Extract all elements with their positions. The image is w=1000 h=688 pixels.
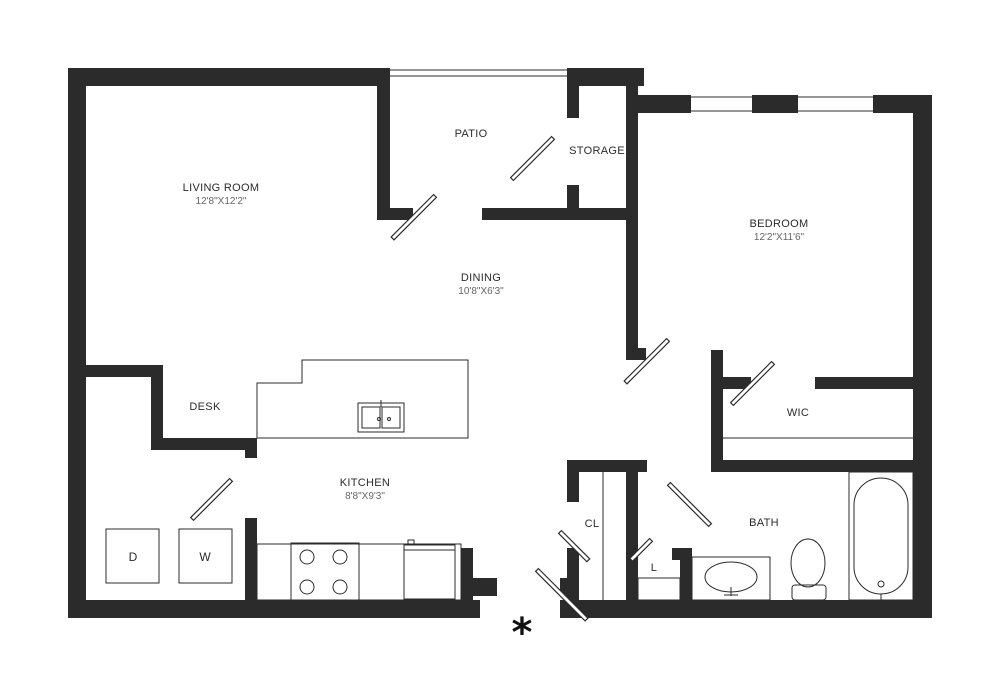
dryer: D <box>105 528 160 584</box>
wall-bedroom-left-foot <box>626 348 646 360</box>
wall-top-bedroom-mid <box>752 95 798 113</box>
bedroom-size: 12'2"X11'6" <box>754 232 805 243</box>
wall-storage-lower-stub <box>567 185 579 215</box>
toilet <box>790 538 827 601</box>
wall-storage-stub <box>567 68 579 118</box>
door-patio[interactable] <box>390 193 438 241</box>
wall-top-storage <box>567 68 644 86</box>
wall-wic-left <box>711 350 723 472</box>
linen-closet <box>637 577 681 601</box>
kitchen-island <box>256 359 469 439</box>
interior-walls <box>68 68 932 618</box>
dining-size: 10'8"X6'3" <box>458 286 504 297</box>
living-room-size: 12'8"X12'2" <box>196 196 247 207</box>
bedroom-window-right <box>798 96 873 112</box>
bedroom-window-left <box>691 96 752 112</box>
wall-desk-stub <box>245 438 257 458</box>
dining-name: DINING <box>461 272 501 284</box>
dryer-label: D <box>129 550 138 564</box>
door-linen[interactable] <box>628 537 654 563</box>
wall-patio-bottom-left <box>377 208 413 220</box>
wall-kitchen-left-top <box>68 365 163 377</box>
wall-kitchen-right-stub <box>245 518 257 618</box>
wall-closet-right <box>626 460 638 618</box>
windows <box>390 69 873 112</box>
bedroom-name: BEDROOM <box>750 218 809 230</box>
wall-bath-stub-down <box>680 548 692 608</box>
closet-name: CL <box>585 518 600 530</box>
bath-name: BATH <box>749 517 779 529</box>
door-bedroom[interactable] <box>623 337 671 385</box>
wall-living-patio <box>377 68 390 220</box>
bath-sink <box>691 556 771 601</box>
door-wic[interactable] <box>729 360 776 407</box>
kitchen-sink <box>357 400 405 433</box>
exterior-walls <box>68 68 932 618</box>
wall-desk-bottom <box>151 438 257 450</box>
wall-desk-left <box>151 365 163 450</box>
wall-entry-jamb-left <box>461 578 497 596</box>
door-storage[interactable] <box>509 135 556 182</box>
washer: W <box>178 528 233 584</box>
kitchen-name: KITCHEN <box>340 477 390 489</box>
kitchen-counter <box>256 539 462 602</box>
linen-name: L <box>651 562 657 574</box>
kitchen-size: 8'8"X9'3" <box>345 491 385 502</box>
entry-marker: * <box>512 610 533 656</box>
wall-wic-bottom <box>711 460 932 472</box>
wall-wic-top-right <box>815 377 932 389</box>
doors <box>189 135 776 622</box>
desk-name: DESK <box>189 401 221 413</box>
room-labels: LIVING ROOM 12'8"X12'2" PATIO STORAGE BE… <box>183 128 809 574</box>
patio-opening <box>390 69 567 77</box>
wall-top-bedroom-left <box>626 95 691 113</box>
door-entry[interactable] <box>534 567 589 622</box>
door-closet[interactable] <box>557 529 591 563</box>
door-bath[interactable] <box>666 481 713 528</box>
wall-top-left <box>68 68 390 86</box>
wall-bedroom-left <box>626 86 638 360</box>
wall-bottom-right <box>560 600 932 618</box>
wall-wic-top-left <box>711 377 751 389</box>
wall-entry-jamb-right <box>560 578 579 596</box>
door-kitchen-desk[interactable] <box>189 477 234 522</box>
washer-label: W <box>199 550 211 564</box>
wall-closet-left <box>567 460 579 502</box>
storage-name: STORAGE <box>569 145 625 157</box>
patio-name: PATIO <box>455 128 488 140</box>
wic-name: WIC <box>787 407 809 419</box>
wall-patio-bottom-right <box>482 208 637 220</box>
wall-right <box>913 95 932 618</box>
stove <box>290 542 360 602</box>
wall-left <box>68 68 86 618</box>
wall-top-bedroom-right <box>873 95 932 113</box>
wall-bottom-left <box>68 600 480 618</box>
bathtub <box>848 471 914 601</box>
living-room-name: LIVING ROOM <box>183 182 260 194</box>
dishwasher <box>403 539 456 600</box>
